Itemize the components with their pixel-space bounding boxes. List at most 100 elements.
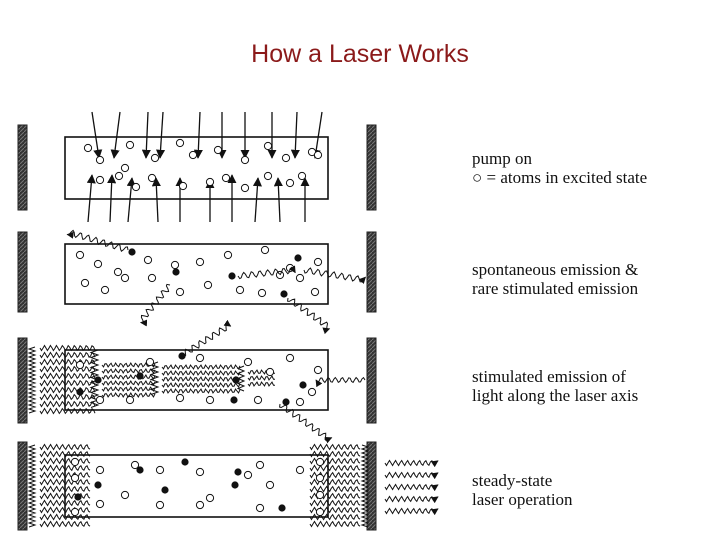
excited-atom — [83, 143, 93, 153]
photon-wave — [39, 499, 91, 507]
mirror — [366, 337, 377, 424]
photon-wave — [39, 407, 96, 415]
excited-atom — [297, 171, 307, 181]
photon-wave — [39, 358, 96, 366]
excited-atom — [95, 175, 105, 185]
excited-atom — [195, 467, 205, 477]
ground-state-atom — [178, 352, 186, 360]
photon-wave — [247, 381, 275, 387]
photon-wave — [309, 513, 361, 521]
photon-wave — [309, 450, 361, 458]
photon-wave — [303, 267, 366, 285]
stage-stimulated-emission — [17, 319, 377, 444]
excited-atom — [80, 278, 90, 288]
photon-wave — [309, 520, 361, 528]
excited-atom — [243, 470, 253, 480]
photon-wave — [309, 499, 361, 507]
mirror — [366, 441, 377, 531]
excited-atom — [113, 267, 123, 277]
excited-atom — [213, 145, 223, 155]
excited-atom — [147, 173, 157, 183]
photon-wave — [384, 459, 439, 468]
excited-atom — [120, 163, 130, 173]
excited-atom — [195, 353, 205, 363]
excited-atom — [205, 493, 215, 503]
photon-wave — [39, 344, 96, 352]
photon-wave — [39, 464, 91, 472]
caption-line: light along the laser axis — [472, 386, 639, 405]
ground-state-atom — [181, 458, 189, 466]
pump-arrow — [290, 111, 300, 159]
excited-atom — [70, 473, 80, 483]
excited-atom — [275, 270, 285, 280]
excited-atom — [205, 395, 215, 405]
photon-wave — [39, 400, 96, 408]
ground-state-atom — [230, 396, 238, 404]
mirror — [17, 124, 28, 211]
photon-wave — [39, 457, 91, 465]
photon-wave — [101, 379, 156, 387]
excited-atom — [285, 178, 295, 188]
photon-wave — [39, 450, 91, 458]
photon-wave — [181, 319, 232, 358]
photon-wave — [384, 495, 439, 504]
excited-atom — [95, 155, 105, 165]
caption-line: spontaneous emission & — [472, 260, 639, 279]
excited-atom — [70, 457, 80, 467]
excited-atom — [263, 171, 273, 181]
excited-atom — [295, 465, 305, 475]
stage-spontaneous-emission — [17, 229, 377, 335]
excited-atom — [260, 245, 270, 255]
stage-steady-state — [17, 441, 439, 531]
photon-wave — [161, 382, 241, 388]
excited-atom — [95, 395, 105, 405]
photon-wave — [309, 478, 361, 486]
photon-wave — [66, 229, 129, 252]
photon-wave — [161, 370, 241, 376]
photon-wave — [384, 483, 439, 492]
page-title: How a Laser Works — [251, 40, 469, 68]
photon-wave — [101, 361, 156, 369]
ground-state-atom — [94, 481, 102, 489]
caption-stimulated-emission: stimulated emission of light along the l… — [472, 367, 638, 405]
excited-atom — [281, 153, 291, 163]
photon-wave — [39, 386, 96, 394]
pump-arrow — [107, 174, 117, 223]
laser-medium — [64, 349, 329, 411]
photon-wave — [384, 471, 439, 480]
ground-state-atom — [128, 248, 136, 256]
excited-atom — [240, 183, 250, 193]
laser-medium — [64, 454, 329, 518]
photon-wave — [161, 388, 241, 394]
caption-line: stimulated emission of — [472, 367, 626, 386]
photon-wave — [39, 372, 96, 380]
excited-atom — [313, 365, 323, 375]
excited-atom — [75, 360, 85, 370]
ground-state-atom — [278, 504, 286, 512]
excited-atom — [70, 507, 80, 517]
photon-wave — [39, 471, 91, 479]
pump-arrow — [86, 174, 96, 223]
excited-atom — [155, 465, 165, 475]
excited-atom — [235, 285, 245, 295]
photon-wave — [279, 403, 333, 444]
ground-state-atom — [76, 388, 84, 396]
wavefront — [89, 349, 100, 408]
pump-arrow — [141, 111, 151, 159]
pump-arrow — [252, 177, 262, 223]
ground-state-atom — [231, 481, 239, 489]
photon-wave — [39, 506, 91, 514]
excited-atom — [195, 257, 205, 267]
photon-wave — [309, 485, 361, 493]
excited-atom — [315, 507, 325, 517]
excited-atom — [125, 140, 135, 150]
excited-atom — [307, 387, 317, 397]
excited-atom — [95, 499, 105, 509]
excited-atom — [95, 465, 105, 475]
photon-wave — [101, 367, 156, 375]
excited-atom — [295, 273, 305, 283]
ground-state-atom — [136, 466, 144, 474]
excited-atom — [170, 260, 180, 270]
caption-pump-on: pump on ○ = atoms in excited state — [472, 149, 647, 187]
mirror — [17, 441, 28, 531]
